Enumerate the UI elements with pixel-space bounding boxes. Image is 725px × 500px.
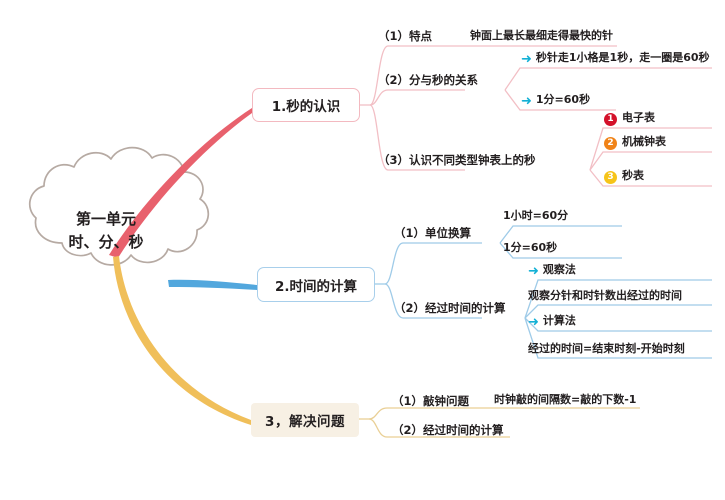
sub-label-b3-c1[interactable]: （1）敲钟问题	[392, 394, 470, 408]
b1-fan-2b	[504, 89, 616, 111]
sub-label-b1-c1[interactable]: （1）特点	[378, 29, 433, 43]
b2-fan-2b	[524, 304, 712, 319]
sub-label-b1-c3[interactable]: （3）认识不同类型钟表上的秒	[378, 153, 536, 167]
b2-fan-2a	[524, 279, 712, 319]
sub-label-b1-c2[interactable]: （2）分与秒的关系	[378, 73, 479, 87]
b1-fan-3b	[589, 151, 712, 171]
leaf-text: 计算法	[542, 314, 576, 327]
center-topic: 第一单元 时、分、秒	[36, 208, 176, 255]
b2-link-2	[384, 283, 482, 319]
b3-link-2	[368, 418, 510, 438]
leaf-text: 电子表	[622, 111, 655, 124]
branch-node-2[interactable]: 2.时间的计算	[257, 267, 375, 302]
sub-label-b3-c2[interactable]: （2）经过时间的计算	[392, 423, 504, 437]
leaf-text: 1小时=60分	[503, 209, 569, 222]
b1-fan-2	[504, 67, 712, 91]
sub-label-b2-c2[interactable]: （2）经过时间的计算	[394, 301, 506, 315]
leaf-text: 经过的时间=结束时刻-开始时刻	[528, 342, 685, 355]
b1-fan-3c	[589, 169, 712, 187]
leaf-text: 观察法	[542, 263, 576, 276]
leaf-text: 观察分针和时针数出经过的时间	[528, 289, 682, 302]
leaf-b2-c2-3[interactable]: 经过的时间=结束时刻-开始时刻	[528, 342, 685, 356]
center-topic-line1: 第一单元	[75, 210, 136, 228]
leaf-b2-c1-1[interactable]: 1分=60秒	[503, 241, 557, 255]
leaf-b1-c3-0[interactable]: 1 电子表	[604, 111, 655, 126]
badge-3-icon: 3	[604, 170, 617, 184]
main-branch-yellow	[113, 256, 251, 425]
leaf-text: 秒针走1小格是1秒，走一圈是60秒	[535, 51, 710, 64]
leaf-b1-c3-2[interactable]: 3 秒表	[604, 169, 644, 184]
b1-link-1	[369, 45, 465, 106]
arrow-right-icon: ➜	[521, 93, 532, 109]
leaf-b1-c1-0[interactable]: 钟面上最长最细走得最快的针	[470, 29, 613, 43]
main-branch-blue	[168, 279, 257, 290]
b2-fan-1b	[499, 242, 622, 259]
b2-link-1	[384, 242, 482, 285]
sub-label-b2-c1[interactable]: （1）单位换算	[394, 226, 472, 240]
b1-fan-3a	[589, 127, 712, 171]
leaf-b1-c2-0[interactable]: ➜ 秒针走1小格是1秒，走一圈是60秒	[521, 51, 710, 67]
leaf-b2-c2-1[interactable]: 观察分针和时针数出经过的时间	[528, 289, 682, 303]
branch-node-3[interactable]: 3，解决问题	[251, 403, 359, 437]
b3-link-1	[368, 407, 640, 420]
branch-node-1[interactable]: 1.秒的认识	[252, 88, 360, 122]
leaf-text: 时钟敲的间隔数=敲的下数-1	[494, 393, 637, 406]
badge-2-icon: 2	[604, 136, 617, 150]
arrow-right-icon: ➜	[528, 314, 539, 330]
leaf-text: 秒表	[622, 169, 644, 182]
leaf-b2-c1-0[interactable]: 1小时=60分	[503, 209, 568, 223]
leaf-text: 机械钟表	[622, 135, 666, 148]
leaf-text: 1分=60秒	[535, 93, 591, 106]
main-branch-red	[109, 108, 252, 258]
b2-fan-2d	[524, 317, 712, 359]
leaf-b2-c2-0[interactable]: ➜ 观察法	[528, 263, 576, 279]
center-topic-line2: 时、分、秒	[68, 233, 144, 252]
b1-link-2	[369, 89, 465, 106]
leaf-b2-c2-2[interactable]: ➜ 计算法	[528, 314, 576, 330]
leaf-text: 1分=60秒	[503, 241, 558, 254]
badge-1-icon: 1	[604, 112, 617, 126]
leaf-b1-c2-1[interactable]: ➜ 1分=60秒	[521, 93, 591, 109]
leaf-b1-c3-1[interactable]: 2 机械钟表	[604, 135, 666, 150]
b2-fan-1a	[499, 225, 622, 244]
b2-fan-2c	[524, 317, 712, 332]
arrow-right-icon: ➜	[528, 263, 539, 279]
leaf-text: 钟面上最长最细走得最快的针	[470, 29, 613, 42]
leaf-b3-c1-0[interactable]: 时钟敲的间隔数=敲的下数-1	[494, 393, 636, 407]
b1-link-3	[369, 104, 465, 171]
arrow-right-icon: ➜	[521, 51, 532, 67]
